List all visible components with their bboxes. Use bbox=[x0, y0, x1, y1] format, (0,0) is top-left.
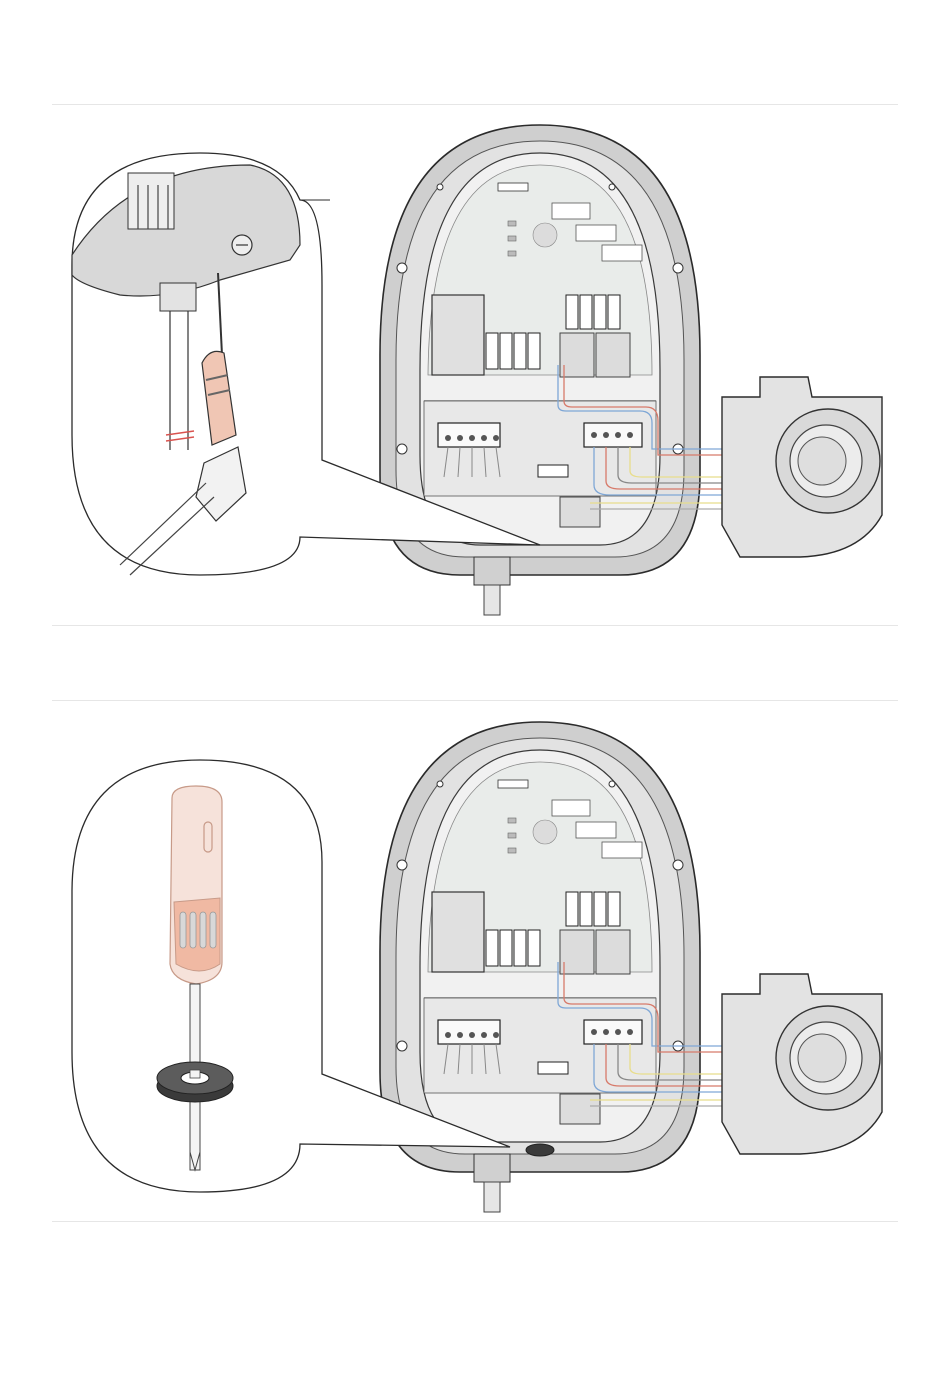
divider-middle-2 bbox=[52, 700, 898, 701]
step-1-illustration bbox=[0, 105, 950, 625]
divider-middle-1 bbox=[52, 625, 898, 626]
rubber-grommet-icon bbox=[157, 1062, 233, 1102]
divider-bottom bbox=[52, 1221, 898, 1222]
step-2-illustration bbox=[0, 702, 950, 1220]
